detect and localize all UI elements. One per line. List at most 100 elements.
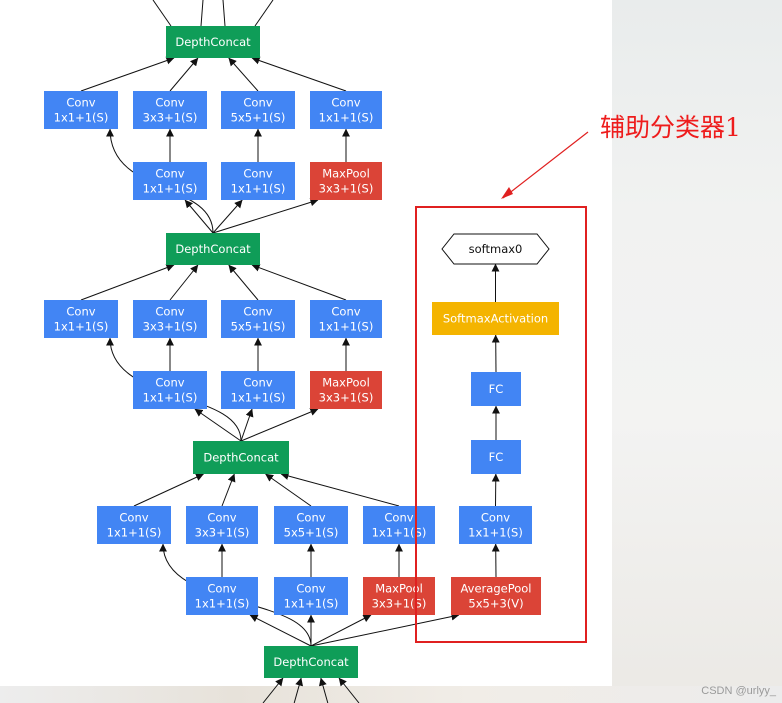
conv-c3-label-0: Conv: [296, 511, 325, 525]
edge-stub-bottom-1: [293, 677, 304, 703]
conv-box: [133, 371, 207, 409]
conv-c6-label-1: 1x1+1(S): [284, 597, 339, 611]
conv-b6-label-1: 1x1+1(S): [231, 391, 286, 405]
edge-stub-top-3: [254, 0, 274, 27]
callout-arrowhead: [501, 187, 513, 199]
conv-b5-label-0: Conv: [155, 376, 184, 390]
conv-box: [97, 506, 171, 544]
background-photo: [612, 0, 782, 703]
conv-box: [310, 300, 382, 338]
depthconcat-2-label-0: DepthConcat: [175, 242, 251, 256]
conv-a4-label-1: 1x1+1(S): [319, 111, 374, 125]
fc-1-node: FC: [471, 372, 521, 406]
edge-conv-b4-to-depthconcat-2: [251, 263, 347, 301]
depthconcat-bottom-label-0: DepthConcat: [273, 655, 349, 669]
conv-aux-label-0: Conv: [481, 511, 510, 525]
conv-b5-label-1: 1x1+1(S): [143, 391, 198, 405]
softmax0-node: softmax0: [441, 233, 550, 265]
edge-stub-top-2: [222, 0, 226, 27]
maxpool-a-label-0: MaxPool: [322, 167, 370, 181]
maxpool-c-label-0: MaxPool: [375, 582, 423, 596]
conv-c5-label-1: 1x1+1(S): [195, 597, 250, 611]
edge-depthconcat-3-to-conv-b5: [194, 408, 242, 442]
edge-conv-c4-to-depthconcat-3: [280, 472, 400, 507]
softmax-activation-label-0: SoftmaxActivation: [443, 312, 548, 326]
edge-stub-bottom-3: [338, 677, 360, 703]
conv-a1-label-0: Conv: [66, 96, 95, 110]
conv-box: [471, 440, 521, 474]
background-photo-strip: [0, 686, 782, 703]
conv-box: [459, 506, 532, 544]
fc-1-label-0: FC: [489, 382, 504, 396]
conv-c2-label-1: 3x3+1(S): [195, 526, 250, 540]
edge-depthconcat-bottom-to-averagepool-aux: [310, 612, 460, 647]
octagon-shape: [441, 233, 550, 265]
edge-depthconcat-2-to-conv-a5: [184, 199, 214, 234]
softmax-activation-node: SoftmaxActivation: [432, 302, 559, 335]
conv-a2-label-0: Conv: [155, 96, 184, 110]
depthconcat-3-label-0: DepthConcat: [203, 451, 279, 465]
pool-box: [363, 577, 435, 615]
maxpool-b-label-1: 3x3+1(S): [319, 391, 374, 405]
depthconcat-2-node: DepthConcat: [166, 233, 260, 265]
conv-a6-label-1: 1x1+1(S): [231, 182, 286, 196]
conv-b3-label-0: Conv: [243, 305, 272, 319]
edge-conv-b2-to-depthconcat-2: [169, 264, 199, 301]
maxpool-c-label-1: 3x3+1(S): [372, 597, 427, 611]
conv-a6-label-0: Conv: [243, 167, 272, 181]
edge-conv-c1-to-depthconcat-3: [133, 473, 204, 507]
conv-box: [221, 162, 295, 200]
edge-conv-a2-to-depthconcat-top: [169, 57, 199, 92]
edge-conv-b3-to-depthconcat-2: [228, 264, 259, 301]
conv-box: [221, 371, 295, 409]
edge-stub-bottom-2: [318, 677, 329, 703]
concat-box: [193, 441, 289, 474]
conv-a4-label-0: Conv: [331, 96, 360, 110]
conv-c2-label-0: Conv: [207, 511, 236, 525]
conv-a2-label-1: 3x3+1(S): [143, 111, 198, 125]
edge-depthconcat-2-to-maxpool-a: [212, 198, 319, 234]
callout-pointer-line: [502, 131, 589, 199]
conv-b4-label-1: 1x1+1(S): [319, 320, 374, 334]
conv-a1-label-1: 1x1+1(S): [54, 111, 109, 125]
depthconcat-top-node: DepthConcat: [166, 26, 260, 58]
conv-c1-label-1: 1x1+1(S): [107, 526, 162, 540]
conv-a3-label-1: 5x5+1(S): [231, 111, 286, 125]
concat-box: [166, 26, 260, 58]
conv-box: [221, 300, 295, 338]
edge-conv-c2-to-depthconcat-3: [221, 473, 236, 507]
conv-box: [133, 162, 207, 200]
nodes-layer: DepthConcatConv1x1+1(S)Conv3x3+1(S)Conv5…: [44, 26, 559, 678]
edge-conv-b1-to-depthconcat-2: [80, 263, 175, 301]
edge-stub-bottom-0: [262, 677, 284, 703]
softmax0-label-0: softmax0: [469, 242, 523, 256]
conv-c1-label-0: Conv: [119, 511, 148, 525]
edge-conv-a1-to-depthconcat-top: [80, 56, 175, 92]
edge-depthconcat-2-to-conv-a6: [212, 199, 243, 234]
pool-box: [310, 162, 382, 200]
conv-b2-label-0: Conv: [155, 305, 184, 319]
fc-2-node: FC: [471, 440, 521, 474]
maxpool-b-label-0: MaxPool: [322, 376, 370, 390]
depthconcat-3-node: DepthConcat: [193, 441, 289, 474]
edge-conv-a4-to-depthconcat-top: [251, 56, 347, 92]
conv-a5-label-1: 1x1+1(S): [143, 182, 198, 196]
conv-box: [274, 506, 348, 544]
edge-depthconcat-3-to-maxpool-b: [240, 408, 319, 442]
